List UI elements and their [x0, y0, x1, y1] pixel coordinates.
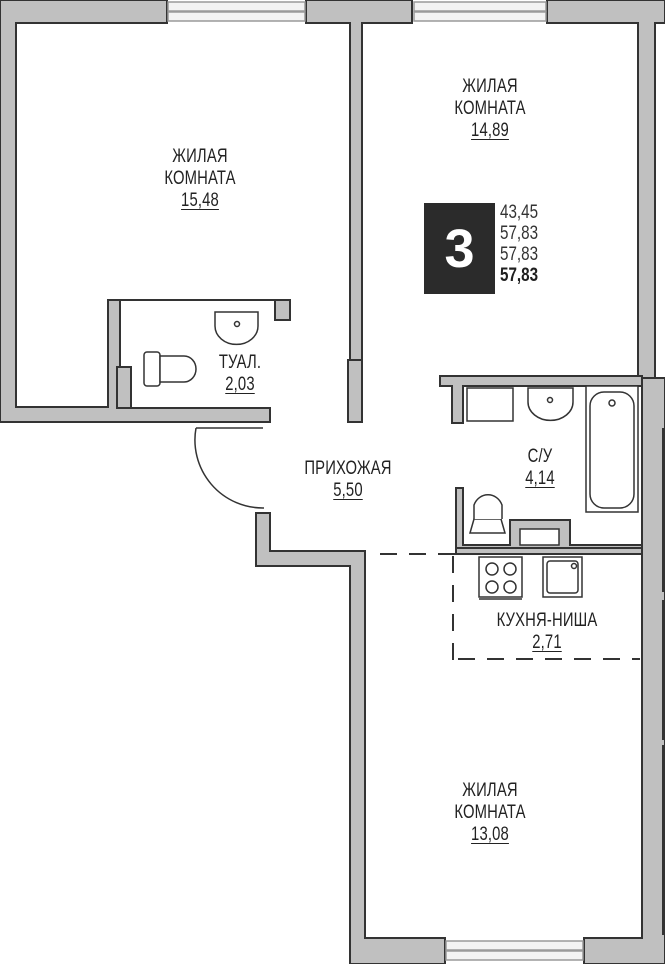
summary-areas: 43,45 57,83 57,83 57,83 — [500, 202, 538, 286]
room-area: 13,08 — [471, 824, 509, 845]
window-bottom-2 — [445, 950, 584, 961]
wall-hallway-left — [255, 512, 446, 964]
wall-top-middle — [305, 0, 413, 361]
room-area: 2,71 — [532, 632, 562, 653]
door-swing — [194, 427, 265, 509]
room-area: 2,03 — [225, 374, 255, 395]
bathroom-sink-icon — [527, 387, 574, 422]
room-name: ЖИЛАЯ — [462, 780, 518, 801]
room-area: 4,14 — [525, 468, 555, 489]
total-area-bold: 57,83 — [500, 265, 539, 286]
room-label-living-1: ЖИЛАЯ КОМНАТА 15,48 — [153, 146, 247, 212]
toilet-room-sink-icon — [214, 311, 259, 346]
window-top-right — [413, 1, 547, 12]
room-label-living-2: ЖИЛАЯ КОМНАТА 14,89 — [443, 76, 537, 142]
bathroom-toilet-icon — [469, 518, 506, 534]
window-top-left-2 — [167, 11, 306, 22]
room-name: ПРИХОЖАЯ — [304, 458, 392, 479]
wall-top-left — [0, 0, 291, 423]
wall-toilet-stub — [116, 366, 132, 409]
stove-icon — [478, 556, 523, 598]
wall-kitchen-divider — [455, 547, 643, 555]
wall-right — [583, 377, 665, 964]
room-name: С/У — [527, 446, 553, 467]
room-name: КОМНАТА — [454, 98, 526, 119]
total-area-2: 57,83 — [500, 244, 539, 265]
room-area: 5,50 — [333, 480, 363, 501]
room-label-toilet: ТУАЛ. 2,03 — [209, 352, 271, 396]
room-label-kitchen-niche: КУХНЯ-НИША 2,71 — [492, 610, 601, 654]
room-area: 15,48 — [181, 190, 219, 211]
toilet-room-toilet-tank-icon — [143, 351, 161, 387]
room-area: 14,89 — [471, 120, 509, 141]
living-area: 43,45 — [500, 202, 539, 223]
washer-icon — [466, 387, 514, 422]
window-top-left — [167, 1, 306, 12]
room-label-bathroom: С/У 4,14 — [509, 446, 571, 490]
room-name: ТУАЛ. — [218, 352, 262, 373]
wall-partition-stub — [347, 359, 363, 423]
room-name: ЖИЛАЯ — [462, 76, 518, 97]
room-label-living-3: ЖИЛАЯ КОМНАТА 13,08 — [443, 780, 537, 846]
window-top-right-2 — [413, 11, 547, 22]
room-label-hallway: ПРИХОЖАЯ 5,50 — [301, 458, 395, 502]
total-area-1: 57,83 — [500, 223, 539, 244]
room-name: КУХНЯ-НИША — [496, 610, 598, 631]
wall-top-right — [546, 0, 665, 379]
toilet-room-toilet-bowl-icon — [159, 355, 197, 383]
room-name: ЖИЛАЯ — [172, 146, 228, 167]
room-name: КОМНАТА — [164, 168, 236, 189]
room-count-badge: 3 — [424, 203, 495, 294]
room-name: КОМНАТА — [454, 802, 526, 823]
bathroom-shelf-icon — [519, 528, 560, 546]
window-bottom — [445, 940, 584, 951]
